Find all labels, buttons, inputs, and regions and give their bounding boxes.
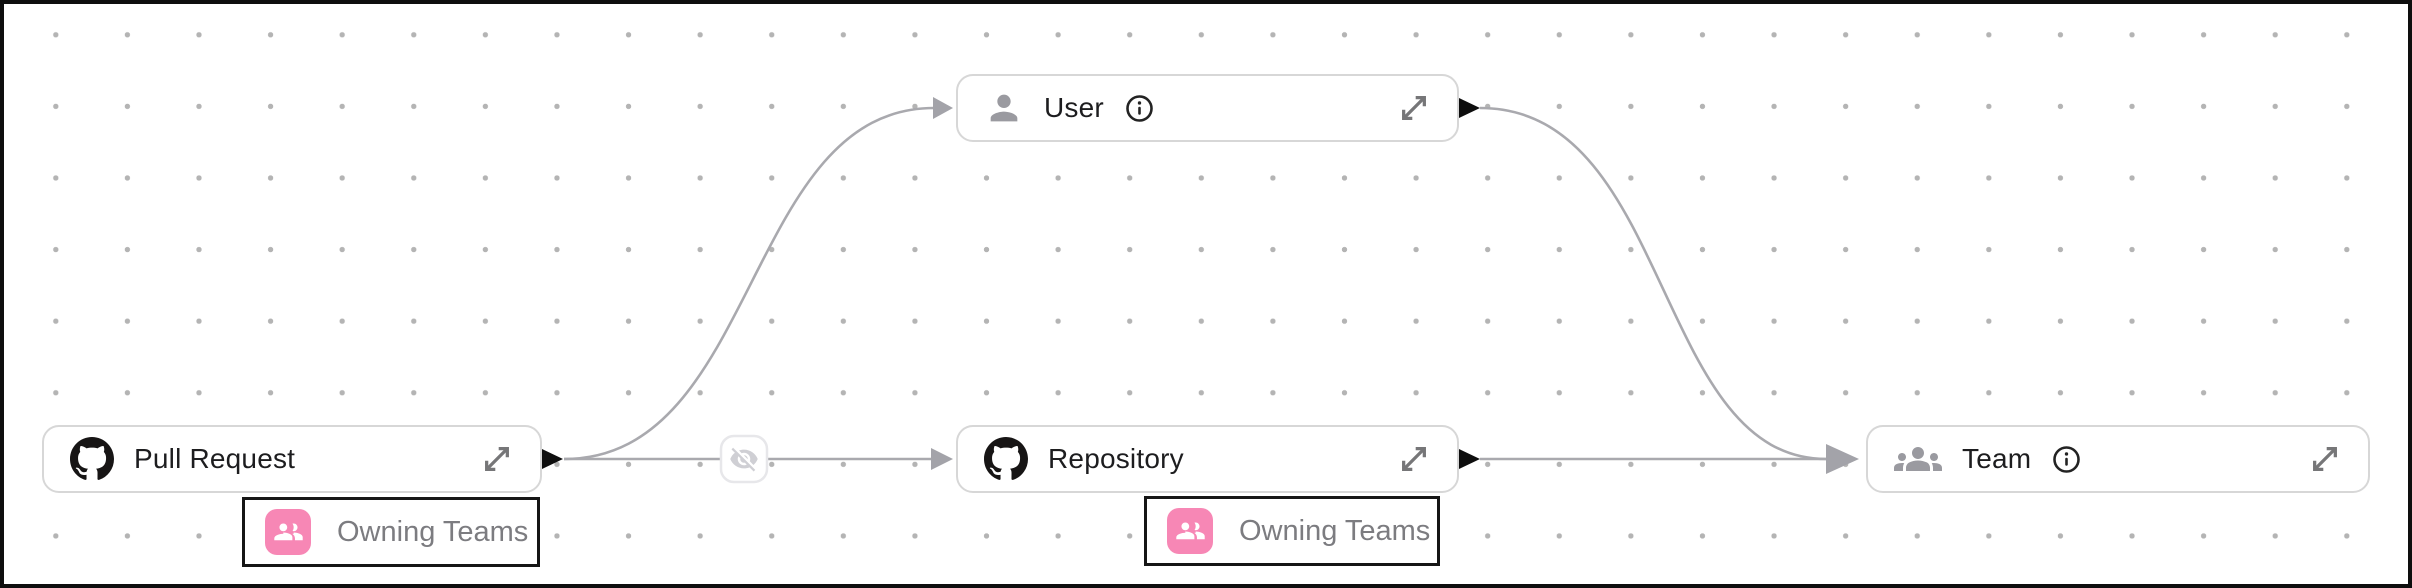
node-label: Pull Request xyxy=(134,443,296,474)
port-handle-pull-request[interactable] xyxy=(542,449,563,469)
node-label: User xyxy=(1044,92,1104,123)
arrowhead-into-user xyxy=(933,97,953,119)
port-handle-repository[interactable] xyxy=(1459,449,1480,469)
github-icon xyxy=(984,437,1028,481)
node-team[interactable]: Team xyxy=(1866,425,2370,493)
owning-teams-badge-repository[interactable]: Owning Teams xyxy=(1144,496,1440,566)
expand-icon[interactable] xyxy=(480,442,514,476)
node-user[interactable]: User xyxy=(956,74,1459,142)
expand-icon[interactable] xyxy=(1397,442,1431,476)
edge-pull-request-user xyxy=(563,106,935,461)
expand-icon[interactable] xyxy=(2308,442,2342,476)
people-icon xyxy=(265,509,311,555)
node-label: Repository xyxy=(1048,443,1184,474)
edge-layer xyxy=(542,97,1859,484)
arrowhead-into-repository xyxy=(931,448,953,470)
owning-teams-label: Owning Teams xyxy=(1239,514,1431,547)
edge-user-team xyxy=(1479,106,1827,461)
owning-teams-badge-pull-request[interactable]: Owning Teams xyxy=(242,497,540,567)
info-icon[interactable] xyxy=(1124,93,1155,124)
info-icon[interactable] xyxy=(2051,444,2082,475)
port-handle-user[interactable] xyxy=(1459,98,1480,118)
arrowhead-into-team xyxy=(1826,444,1859,474)
node-repository[interactable]: Repository xyxy=(956,425,1459,493)
visibility-off-icon xyxy=(730,447,758,472)
expand-icon[interactable] xyxy=(1397,91,1431,125)
github-icon xyxy=(70,437,114,481)
owning-teams-label: Owning Teams xyxy=(337,515,529,548)
person-icon xyxy=(984,88,1024,128)
people-icon xyxy=(1167,508,1213,554)
node-pull-request[interactable]: Pull Request xyxy=(42,425,542,493)
edge-hidden-badge[interactable] xyxy=(719,434,769,484)
node-label: Team xyxy=(1962,443,2032,474)
groups-icon xyxy=(1894,435,1942,483)
